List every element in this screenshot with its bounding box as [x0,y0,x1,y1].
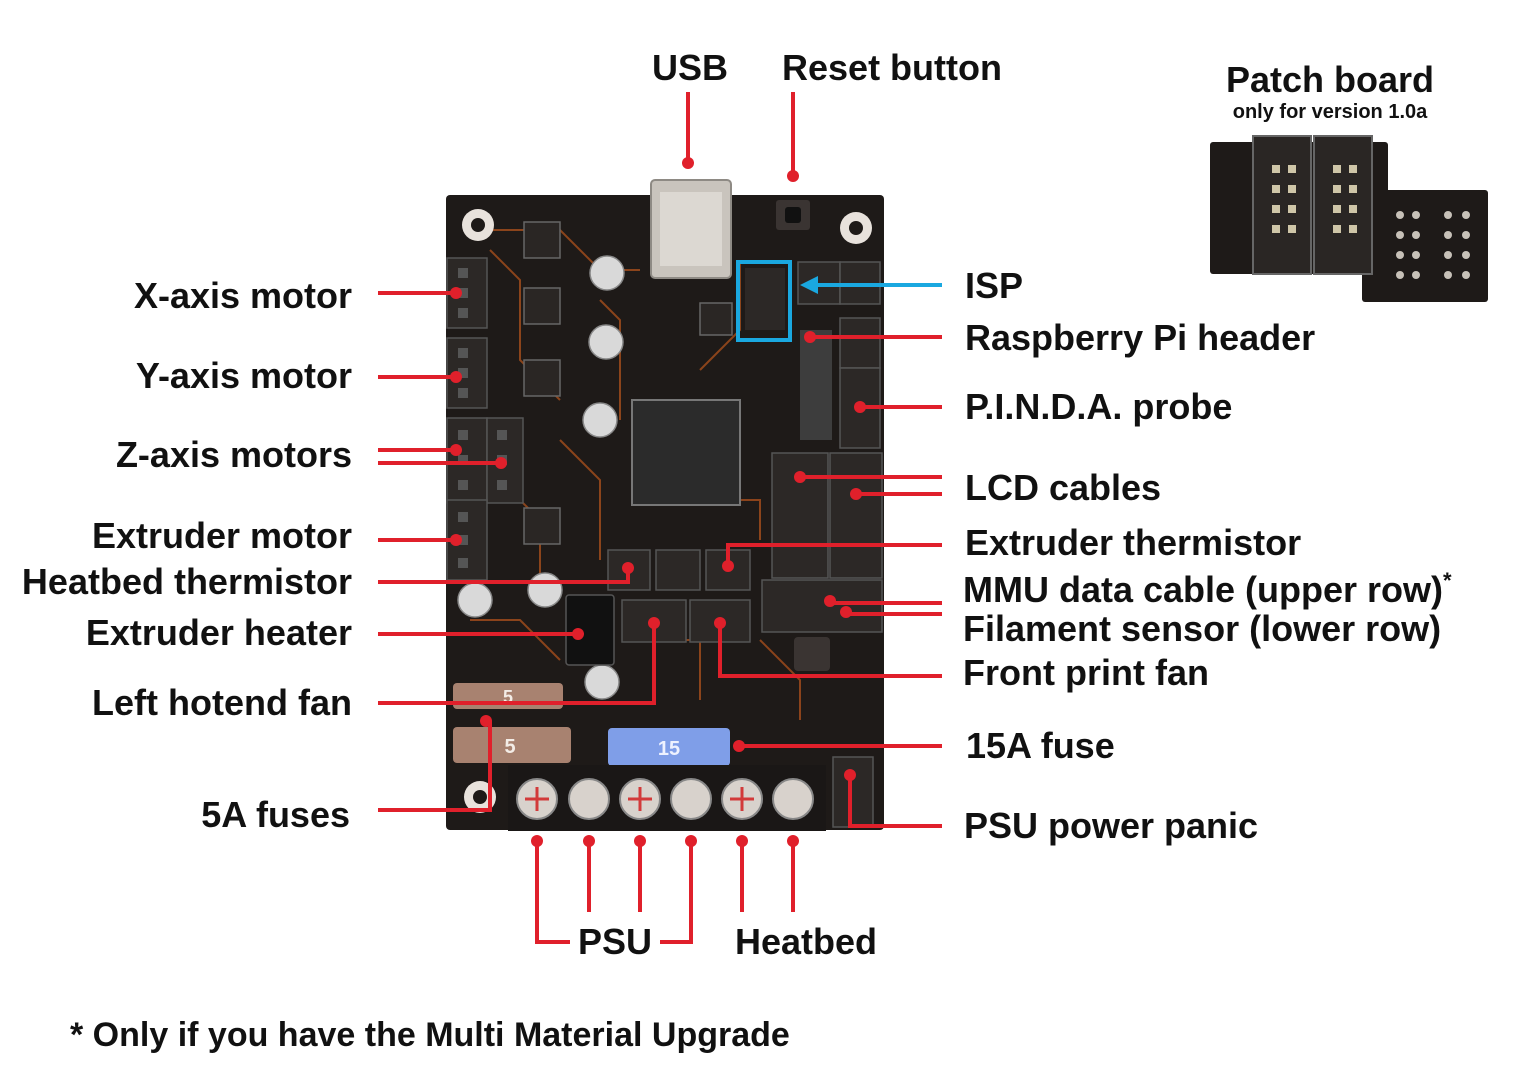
left-hotend-fan-label: Left hotend fan [92,682,352,723]
patch-board-title: Patch board [1226,59,1434,100]
heatbed-label: Heatbed [735,921,877,962]
psu-label: PSU [578,921,652,962]
extruder-thermistor-label: Extruder thermistor [965,522,1301,563]
fuse-5a-top-mark: 5 [503,687,513,707]
heatbed-thermistor-label: Heatbed thermistor [22,561,352,602]
einsy-board: 5 5 15 [446,179,884,831]
callout-lines [378,92,942,944]
5a-fuses-label: 5A fuses [201,794,350,835]
extruder-motor-label: Extruder motor [92,515,352,556]
patch-board-subtitle: only for version 1.0a [1233,101,1428,123]
fuse-5a-bottom: 5 [453,727,571,763]
mmu-asterisk: * [1443,568,1452,593]
mmu-data-cable-text: MMU data cable (upper row) [963,569,1443,610]
extruder-heater-label: Extruder heater [86,612,352,653]
labels: USB Reset button Patch board only for ve… [22,47,1452,1054]
screw-terminals [508,765,826,831]
15a-fuse-label: 15A fuse [966,725,1115,766]
psu-power-panic-label: PSU power panic [964,805,1258,846]
footnote: * Only if you have the Multi Material Up… [70,1016,790,1054]
pinda-probe-label: P.I.N.D.A. probe [965,386,1232,427]
mmu-data-cable-label: MMU data cable (upper row)* [963,568,1452,610]
raspberry-pi-header-label: Raspberry Pi header [965,317,1315,358]
fuse-15a: 15 [608,728,730,766]
fuse-5a-top: 5 [453,683,563,709]
reset-button-label: Reset button [782,47,1002,88]
z-axis-motors-label: Z-axis motors [116,434,352,475]
front-print-fan-label: Front print fan [963,652,1209,693]
y-axis-motor-label: Y-axis motor [136,355,352,396]
isp-label: ISP [965,265,1023,306]
fuse-15a-mark: 15 [658,738,680,760]
fuse-5a-bottom-mark: 5 [504,736,515,758]
filament-sensor-label: Filament sensor (lower row) [963,608,1441,649]
lcd-cables-label: LCD cables [965,467,1161,508]
usb-label: USB [652,47,728,88]
patch-board [1210,135,1488,302]
x-axis-motor-label: X-axis motor [134,275,352,316]
